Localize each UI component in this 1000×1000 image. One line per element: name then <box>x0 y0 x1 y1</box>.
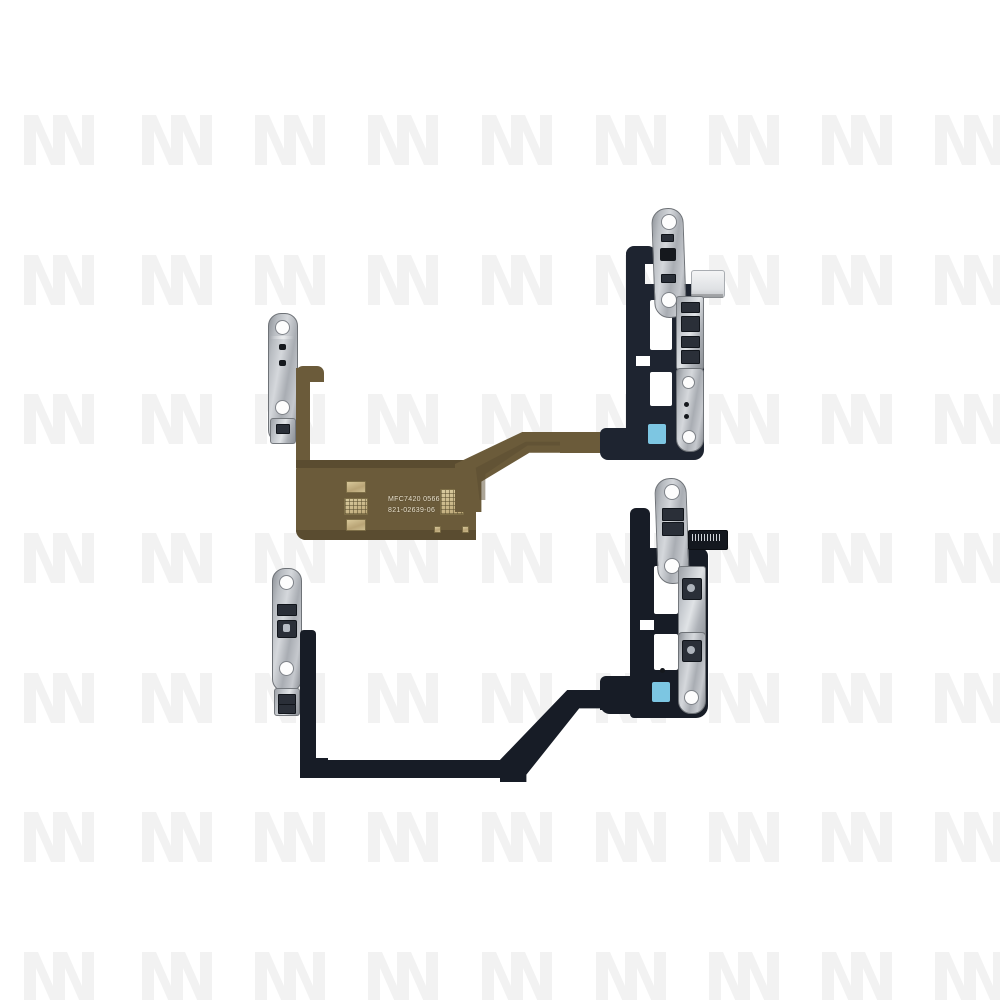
b2b-chip-4-front <box>681 350 700 364</box>
mid-bracket-switch-dot-back <box>687 584 695 592</box>
power-button-pad-back <box>662 508 684 521</box>
power-bracket-hole-top-front <box>661 214 677 230</box>
lower-bracket-hole-back <box>684 690 699 705</box>
flex-ribbon-vertical-back <box>300 630 316 774</box>
bracket-screw-hole-bottom-back <box>279 661 294 676</box>
silkscreen-line-1: MFC7420 0566 <box>388 496 440 503</box>
contact-pad-1-front <box>346 481 366 493</box>
lower-bracket-dot-back <box>660 668 665 673</box>
flex-ribbon-bottom-run-back <box>300 760 516 778</box>
flex-body-shade-front <box>296 460 476 468</box>
silkscreen-line-2: 821-02639-06 <box>388 507 436 514</box>
shield-window-2-back <box>654 634 678 670</box>
lower-bracket-hole-2-front <box>682 430 696 444</box>
b2b-chip-2-front <box>681 316 700 332</box>
contact-dot-1-front <box>434 526 441 533</box>
bracket-screw-hole-top-back <box>279 575 294 590</box>
flex-ribbon-corner-back <box>300 758 328 778</box>
lower-bracket-dot-2-front <box>684 414 689 419</box>
lower-bracket-hole-front <box>682 376 695 389</box>
connector-contact-fingers-back <box>692 534 722 541</box>
volume-up-pad-back <box>277 604 297 616</box>
volume-pad-highlight-back <box>283 624 290 632</box>
power-bracket-hole-top-back <box>664 484 680 500</box>
b2b-chip-3-front <box>681 336 700 348</box>
power-button-pad-2-back <box>662 522 684 536</box>
lower-bracket-switch-dot-back <box>687 646 695 654</box>
volume-up-pad-front <box>279 344 286 350</box>
white-connector-shadow-front <box>691 294 723 298</box>
bracket-clip-2-back <box>278 704 296 714</box>
b2b-chip-1-front <box>681 302 700 313</box>
bracket-screw-hole-top-front <box>275 320 290 335</box>
contact-pad-2-front <box>346 519 366 531</box>
lower-bracket-dot-front <box>684 402 689 407</box>
contact-pad-mesh-front <box>344 498 368 515</box>
contact-dot-2-front <box>462 526 469 533</box>
flex-ribbon-corner-front <box>296 366 324 382</box>
power-bracket-clip-top-front <box>661 234 674 242</box>
shield-notch-front <box>636 356 650 366</box>
blue-tape-back <box>652 682 670 702</box>
flex-lower-tail-back <box>600 676 646 714</box>
bracket-highlight-front <box>270 336 294 339</box>
volume-down-pad-front <box>279 360 286 366</box>
shield-notch-back <box>640 620 654 630</box>
